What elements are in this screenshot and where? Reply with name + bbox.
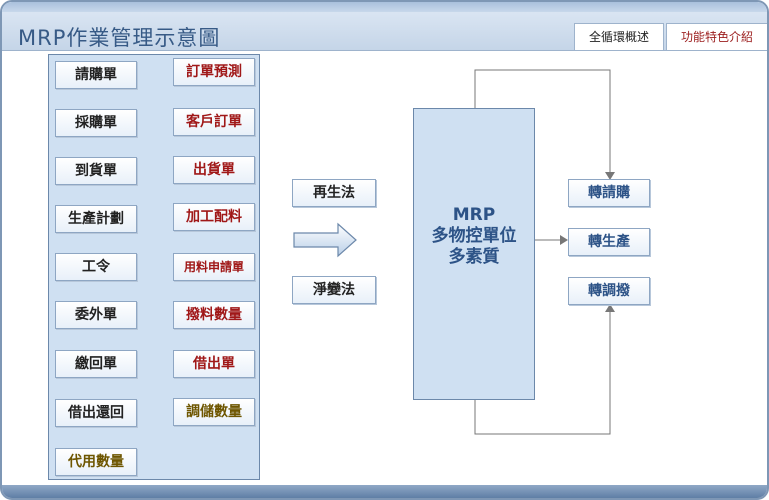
output-to-transfer[interactable]: 轉調撥	[568, 277, 650, 305]
doc-purchase-order[interactable]: 採購單	[55, 109, 137, 137]
tab-overview[interactable]: 全循環概述	[574, 23, 664, 50]
tab-features[interactable]: 功能特色介紹	[666, 23, 767, 50]
middle-connector-arrowhead	[560, 235, 568, 245]
bottom-connector-line	[474, 312, 611, 435]
doc-work-order[interactable]: 工令	[55, 253, 137, 281]
doc-order-forecast[interactable]: 訂單預測	[173, 58, 255, 86]
doc-storage-adjust-qty[interactable]: 調儲數量	[173, 398, 255, 426]
mrp-line-3: 多素質	[448, 247, 500, 267]
top-connector-arrowhead	[605, 172, 615, 180]
header-bar: MRP作業管理示意圖 全循環概述 功能特色介紹	[2, 2, 767, 51]
doc-transfer-qty[interactable]: 撥料數量	[173, 301, 255, 329]
doc-loan-return[interactable]: 借出還回	[55, 399, 137, 427]
flow-arrow	[293, 222, 357, 258]
mrp-engine-label: MRP 多物控單位 多素質	[413, 205, 535, 268]
doc-outsource-order[interactable]: 委外單	[55, 301, 137, 329]
doc-purchase-requisition[interactable]: 請購單	[55, 61, 137, 89]
doc-production-plan[interactable]: 生產計劃	[55, 205, 137, 233]
bottom-connector-arrowhead	[605, 304, 615, 312]
header-stripe	[2, 2, 767, 12]
doc-customer-order[interactable]: 客戶訂單	[173, 108, 255, 136]
doc-processing-material[interactable]: 加工配料	[173, 203, 255, 231]
method-regenerative[interactable]: 再生法	[292, 179, 376, 207]
top-connector-line	[474, 69, 611, 172]
page-title: MRP作業管理示意圖	[18, 26, 221, 50]
mrp-line-1: MRP	[452, 205, 496, 225]
footer-bar	[2, 485, 767, 498]
mrp-engine-box	[413, 108, 535, 400]
doc-loan-out[interactable]: 借出單	[173, 350, 255, 378]
doc-return-slip[interactable]: 繳回單	[55, 350, 137, 378]
doc-substitute-qty[interactable]: 代用數量	[55, 448, 137, 476]
doc-material-request[interactable]: 用料申請單	[173, 253, 255, 281]
output-to-requisition[interactable]: 轉請購	[568, 179, 650, 207]
mrp-line-2: 多物控單位	[431, 226, 517, 246]
method-net-change[interactable]: 淨變法	[292, 276, 376, 304]
doc-receipt[interactable]: 到貨單	[55, 157, 137, 185]
doc-shipment[interactable]: 出貨單	[173, 156, 255, 184]
output-to-production[interactable]: 轉生產	[568, 228, 650, 256]
